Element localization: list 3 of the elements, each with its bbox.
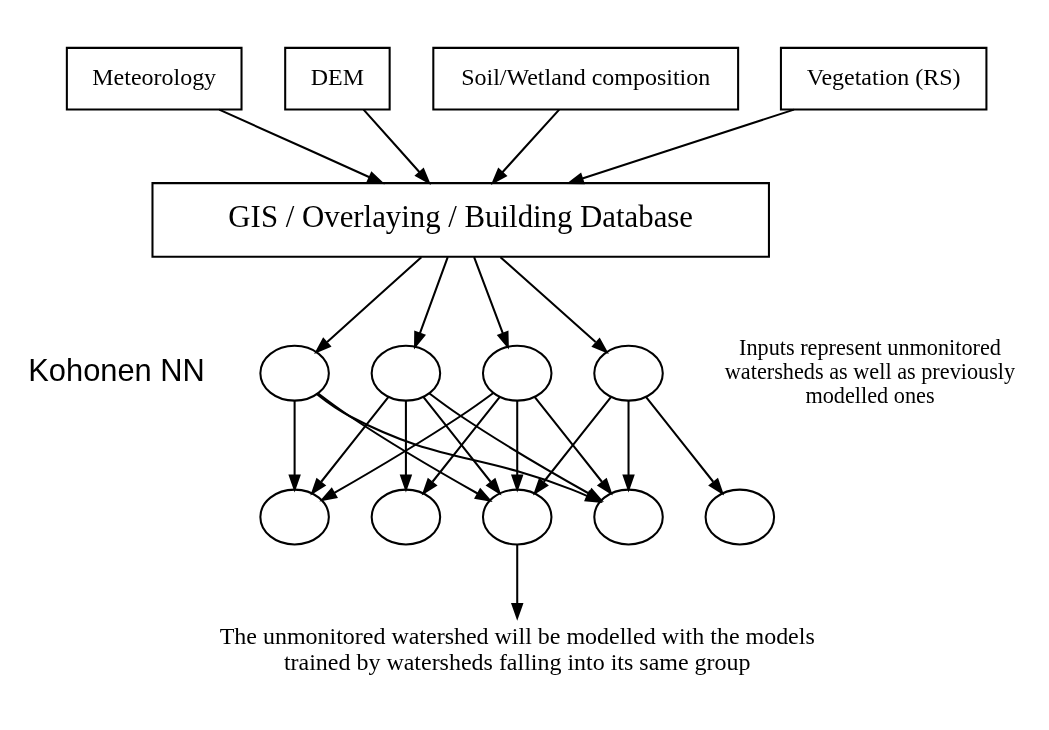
label: Kohonen NN <box>28 352 205 388</box>
node-text: The unmonitored watershed will be modelled with the models trained by watersheds falling into its same group <box>219 622 815 675</box>
label: Inputs represent unmonitored watersheds as well as previously modelled ones <box>724 334 1016 408</box>
